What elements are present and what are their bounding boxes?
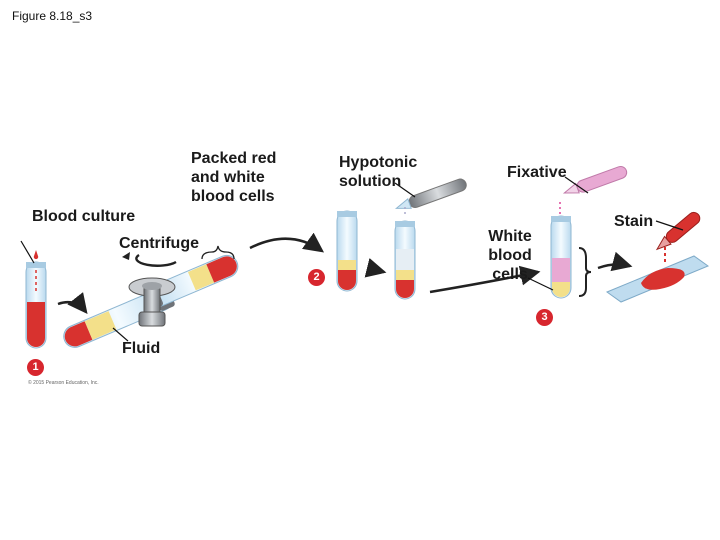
step3-brace [578, 247, 592, 297]
label-white-blood-cells: White blood cells [488, 228, 532, 283]
stain-dropper [655, 211, 701, 251]
white-blood-cells-leader [527, 277, 554, 291]
microscope-slide [605, 255, 710, 303]
centrifuge-rotor [128, 277, 176, 327]
blood-culture-leader [20, 240, 35, 264]
fixative-leader [564, 176, 589, 194]
packed-cells-bracket [201, 245, 235, 260]
label-centrifuge: Centrifuge [119, 235, 199, 252]
hypotonic-pipette [394, 178, 467, 209]
arrow-to-step2 [249, 232, 325, 253]
fixative-tube [550, 215, 572, 299]
step-badge-2: 2 [308, 269, 325, 286]
arrow-to-hypotonic-tube [364, 258, 387, 278]
label-fluid: Fluid [122, 340, 161, 357]
label-stain: Stain [614, 213, 654, 230]
fixative-pipette [562, 165, 628, 194]
blood-culture-tube [25, 261, 47, 349]
packed-cells-tube [336, 210, 358, 292]
step-badge-1: 1 [27, 359, 44, 376]
copyright-credit: © 2015 Pearson Education, Inc. [28, 380, 99, 386]
fluid-leader [112, 327, 129, 342]
step-badge-3: 3 [536, 309, 553, 326]
arrow-to-step3 [429, 265, 541, 294]
hypotonic-leader [394, 182, 416, 198]
arrow-to-centrifuge [57, 292, 88, 314]
figure-title: Figure 8.18_s3 [12, 9, 93, 23]
blood-drop-icon [33, 250, 39, 292]
label-packed-cells: Packed red and white blood cells [191, 150, 277, 205]
centrifuge-tube-right [145, 254, 239, 309]
label-hypotonic: Hypotonic solution [339, 154, 418, 190]
label-fixative: Fixative [507, 164, 567, 181]
arrow-to-slide [597, 251, 633, 272]
stain-leader [655, 220, 684, 231]
label-blood-culture: Blood culture [32, 208, 136, 225]
rotation-arrow-icon [122, 252, 177, 267]
hypotonic-tube [394, 220, 416, 300]
